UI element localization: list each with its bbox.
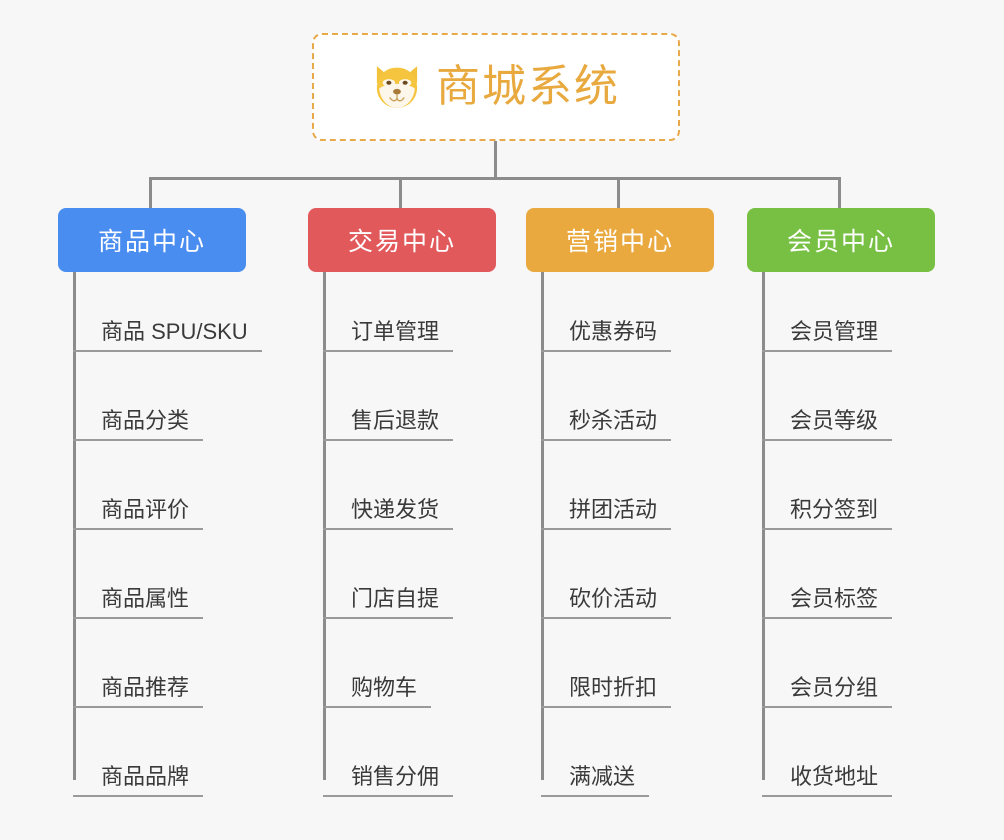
connector-drop-1 — [149, 177, 152, 210]
leaf-item[interactable]: 门店自提 — [323, 586, 454, 620]
shiba-dog-face-icon — [376, 66, 418, 108]
branch-header-product[interactable]: 商品中心 — [58, 208, 246, 272]
branch-header-member[interactable]: 会员中心 — [747, 208, 935, 272]
branch-spine-product — [73, 272, 76, 780]
leaf-item[interactable]: 会员标签 — [762, 586, 893, 620]
leaf-item[interactable]: 商品 SPU/SKU — [73, 319, 262, 353]
connector-horizontal-bus — [150, 177, 840, 180]
root-title: 商城系统 — [436, 62, 620, 111]
branch-spine-member — [762, 272, 765, 780]
leaf-item[interactable]: 满减送 — [541, 764, 650, 798]
leaf-item[interactable]: 会员等级 — [762, 408, 893, 442]
branch-header-label: 会员中心 — [786, 228, 895, 256]
leaf-item[interactable]: 限时折扣 — [541, 675, 672, 709]
leaf-item[interactable]: 购物车 — [323, 675, 432, 709]
leaf-item[interactable]: 会员管理 — [762, 319, 893, 353]
leaf-item[interactable]: 拼团活动 — [541, 497, 672, 531]
leaf-item[interactable]: 商品品牌 — [73, 764, 204, 798]
branch-header-label: 商品中心 — [97, 228, 206, 256]
branch-header-trade[interactable]: 交易中心 — [308, 208, 496, 272]
leaf-item[interactable]: 销售分佣 — [323, 764, 454, 798]
leaf-item[interactable]: 订单管理 — [323, 319, 454, 353]
leaf-item[interactable]: 砍价活动 — [541, 586, 672, 620]
leaf-item[interactable]: 积分签到 — [762, 497, 893, 531]
leaf-item[interactable]: 商品分类 — [73, 408, 204, 442]
leaf-item[interactable]: 商品推荐 — [73, 675, 204, 709]
branch-header-label: 营销中心 — [565, 228, 674, 256]
leaf-item[interactable]: 秒杀活动 — [541, 408, 672, 442]
leaf-item[interactable]: 售后退款 — [323, 408, 454, 442]
leaf-item[interactable]: 优惠券码 — [541, 319, 672, 353]
branch-header-label: 交易中心 — [347, 228, 456, 256]
root-node[interactable]: 商城系统 — [312, 33, 680, 141]
leaf-item[interactable]: 收货地址 — [762, 764, 893, 798]
connector-root-stem — [494, 141, 497, 179]
connector-drop-4 — [838, 177, 841, 210]
connector-drop-2 — [399, 177, 402, 210]
branch-spine-trade — [323, 272, 326, 780]
leaf-item[interactable]: 商品属性 — [73, 586, 204, 620]
leaf-item[interactable]: 会员分组 — [762, 675, 893, 709]
branch-header-marketing[interactable]: 营销中心 — [526, 208, 714, 272]
connector-drop-3 — [617, 177, 620, 210]
branch-spine-marketing — [541, 272, 544, 780]
leaf-item[interactable]: 快递发货 — [323, 497, 454, 531]
leaf-item[interactable]: 商品评价 — [73, 497, 204, 531]
